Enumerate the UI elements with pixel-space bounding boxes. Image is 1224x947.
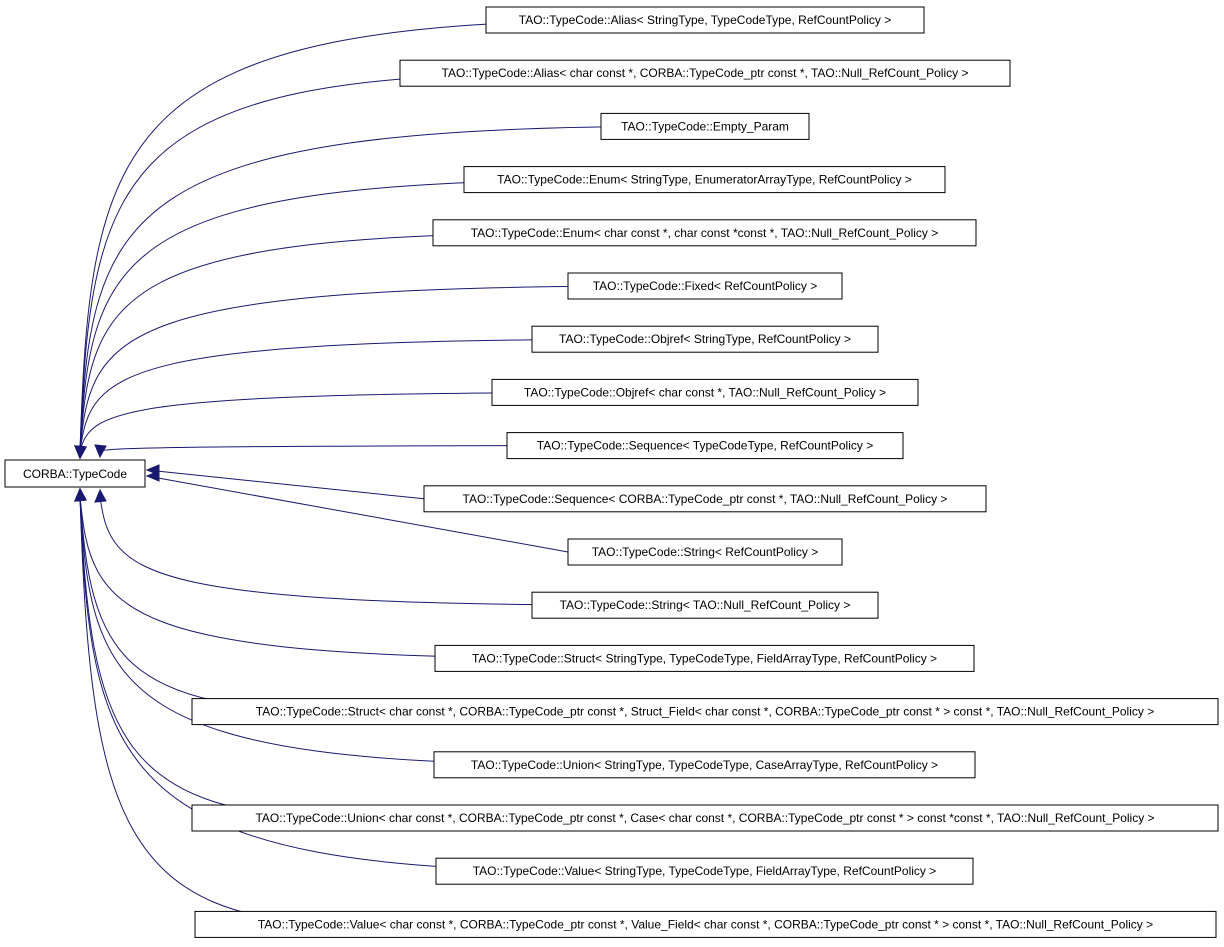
node-label: TAO::TypeCode::Sequence< CORBA::TypeCode… — [463, 492, 948, 506]
arrow-head-icon — [94, 444, 107, 459]
node-label: TAO::TypeCode::Union< char const *, CORB… — [255, 811, 1154, 825]
inheritance-edges — [74, 19, 674, 925]
node-derived-class[interactable]: TAO::TypeCode::Fixed< RefCountPolicy > — [567, 272, 843, 300]
arrow-head-icon — [74, 445, 87, 460]
node-label: TAO::TypeCode::Fixed< RefCountPolicy > — [593, 279, 818, 293]
node-label: TAO::TypeCode::Value< char const *, CORB… — [258, 917, 1153, 931]
arrow-head-icon — [145, 470, 160, 482]
node-derived-class[interactable]: TAO::TypeCode::Objref< char const *, TAO… — [491, 378, 919, 406]
node-derived-class[interactable]: TAO::TypeCode::Alias< StringType, TypeCo… — [485, 6, 925, 34]
inheritance-edge — [79, 494, 597, 872]
inheritance-edge — [79, 391, 642, 453]
node-derived-class[interactable]: TAO::TypeCode::String< TAO::Null_RefCoun… — [531, 591, 879, 619]
node-box — [531, 325, 879, 353]
node-label: TAO::TypeCode::Value< StringType, TypeCo… — [473, 864, 937, 878]
inheritance-edge — [146, 469, 425, 500]
node-box — [434, 644, 975, 672]
node-box — [194, 910, 1217, 938]
inheritance-edge — [79, 19, 640, 453]
node-label: TAO::TypeCode::Alias< StringType, TypeCo… — [519, 13, 891, 27]
node-label: TAO::TypeCode::Sequence< TypeCodeType, R… — [537, 439, 873, 453]
node-derived-class[interactable]: TAO::TypeCode::Union< char const *, CORB… — [191, 804, 1219, 832]
inheritance-edge — [79, 494, 596, 659]
inheritance-edge — [146, 475, 569, 553]
node-box — [463, 166, 946, 194]
node-label: TAO::TypeCode::Enum< StringType, Enumera… — [497, 173, 912, 187]
node-label: TAO::TypeCode::String< RefCountPolicy > — [592, 545, 819, 559]
node-box — [432, 219, 977, 247]
node-derived-class[interactable]: TAO::TypeCode::Value< char const *, CORB… — [194, 910, 1217, 938]
arrow-head-icon — [94, 488, 107, 503]
node-box — [433, 751, 976, 779]
node-derived-class[interactable]: TAO::TypeCode::Enum< char const *, char … — [432, 219, 977, 247]
node-label: TAO::TypeCode::Alias< char const *, CORB… — [442, 66, 969, 80]
node-derived-class[interactable]: TAO::TypeCode::Struct< StringType, TypeC… — [434, 644, 975, 672]
node-box — [506, 432, 904, 460]
node-derived-class[interactable]: TAO::TypeCode::Struct< char const *, COR… — [191, 698, 1219, 726]
node-box — [435, 857, 974, 885]
node-corba-typecode[interactable]: CORBA::TypeCode — [4, 459, 146, 488]
node-box — [567, 272, 843, 300]
node-label: TAO::TypeCode::Enum< char const *, char … — [471, 226, 939, 240]
node-derived-class[interactable]: TAO::TypeCode::Alias< char const *, CORB… — [399, 59, 1011, 87]
node-derived-class[interactable]: TAO::TypeCode::Sequence< TypeCodeType, R… — [506, 432, 904, 460]
node-derived-class[interactable]: TAO::TypeCode::Enum< StringType, Enumera… — [463, 166, 946, 194]
inheritance-edge — [99, 495, 654, 606]
node-box — [191, 804, 1219, 832]
arrow-head-icon — [74, 487, 87, 502]
node-label: TAO::TypeCode::Objref< char const *, TAO… — [524, 385, 886, 399]
node-box — [600, 112, 810, 140]
node-label: TAO::TypeCode::Empty_Param — [621, 119, 789, 133]
inheritance-edge — [79, 125, 674, 453]
node-box — [491, 378, 919, 406]
node-box — [399, 59, 1011, 87]
node-box — [485, 6, 925, 34]
node-box — [423, 485, 987, 513]
inheritance-edge — [79, 494, 595, 766]
node-derived-class[interactable]: TAO::TypeCode::Value< StringType, TypeCo… — [435, 857, 974, 885]
node-derived-class[interactable]: TAO::TypeCode::Sequence< CORBA::TypeCode… — [423, 485, 987, 513]
node-derived-class[interactable]: TAO::TypeCode::Empty_Param — [600, 112, 810, 140]
node-label: TAO::TypeCode::Objref< StringType, RefCo… — [559, 332, 851, 346]
inheritance-edge — [79, 285, 664, 453]
inheritance-edge — [99, 445, 646, 452]
node-label: TAO::TypeCode::String< TAO::Null_RefCoun… — [560, 598, 851, 612]
inheritance-edge — [79, 494, 353, 713]
node-box — [4, 459, 146, 488]
node-label: TAO::TypeCode::Union< StringType, TypeCo… — [471, 758, 938, 772]
node-label: CORBA::TypeCode — [23, 467, 127, 481]
node-box — [191, 698, 1219, 726]
inheritance-edge — [79, 232, 594, 453]
node-derived-class[interactable]: TAO::TypeCode::String< RefCountPolicy > — [567, 538, 843, 566]
node-box — [531, 591, 879, 619]
node-derived-class[interactable]: TAO::TypeCode::Objref< StringType, RefCo… — [531, 325, 879, 353]
node-box — [567, 538, 843, 566]
inheritance-edge — [79, 179, 625, 453]
inheritance-edge — [79, 494, 353, 819]
derived-nodes: TAO::TypeCode::Alias< StringType, TypeCo… — [191, 6, 1219, 938]
node-label: TAO::TypeCode::Struct< StringType, TypeC… — [472, 651, 937, 665]
node-label: TAO::TypeCode::Struct< char const *, COR… — [256, 705, 1154, 719]
inheritance-edge — [79, 338, 654, 453]
inheritance-edge — [79, 72, 561, 453]
node-derived-class[interactable]: TAO::TypeCode::Union< StringType, TypeCo… — [433, 751, 976, 779]
